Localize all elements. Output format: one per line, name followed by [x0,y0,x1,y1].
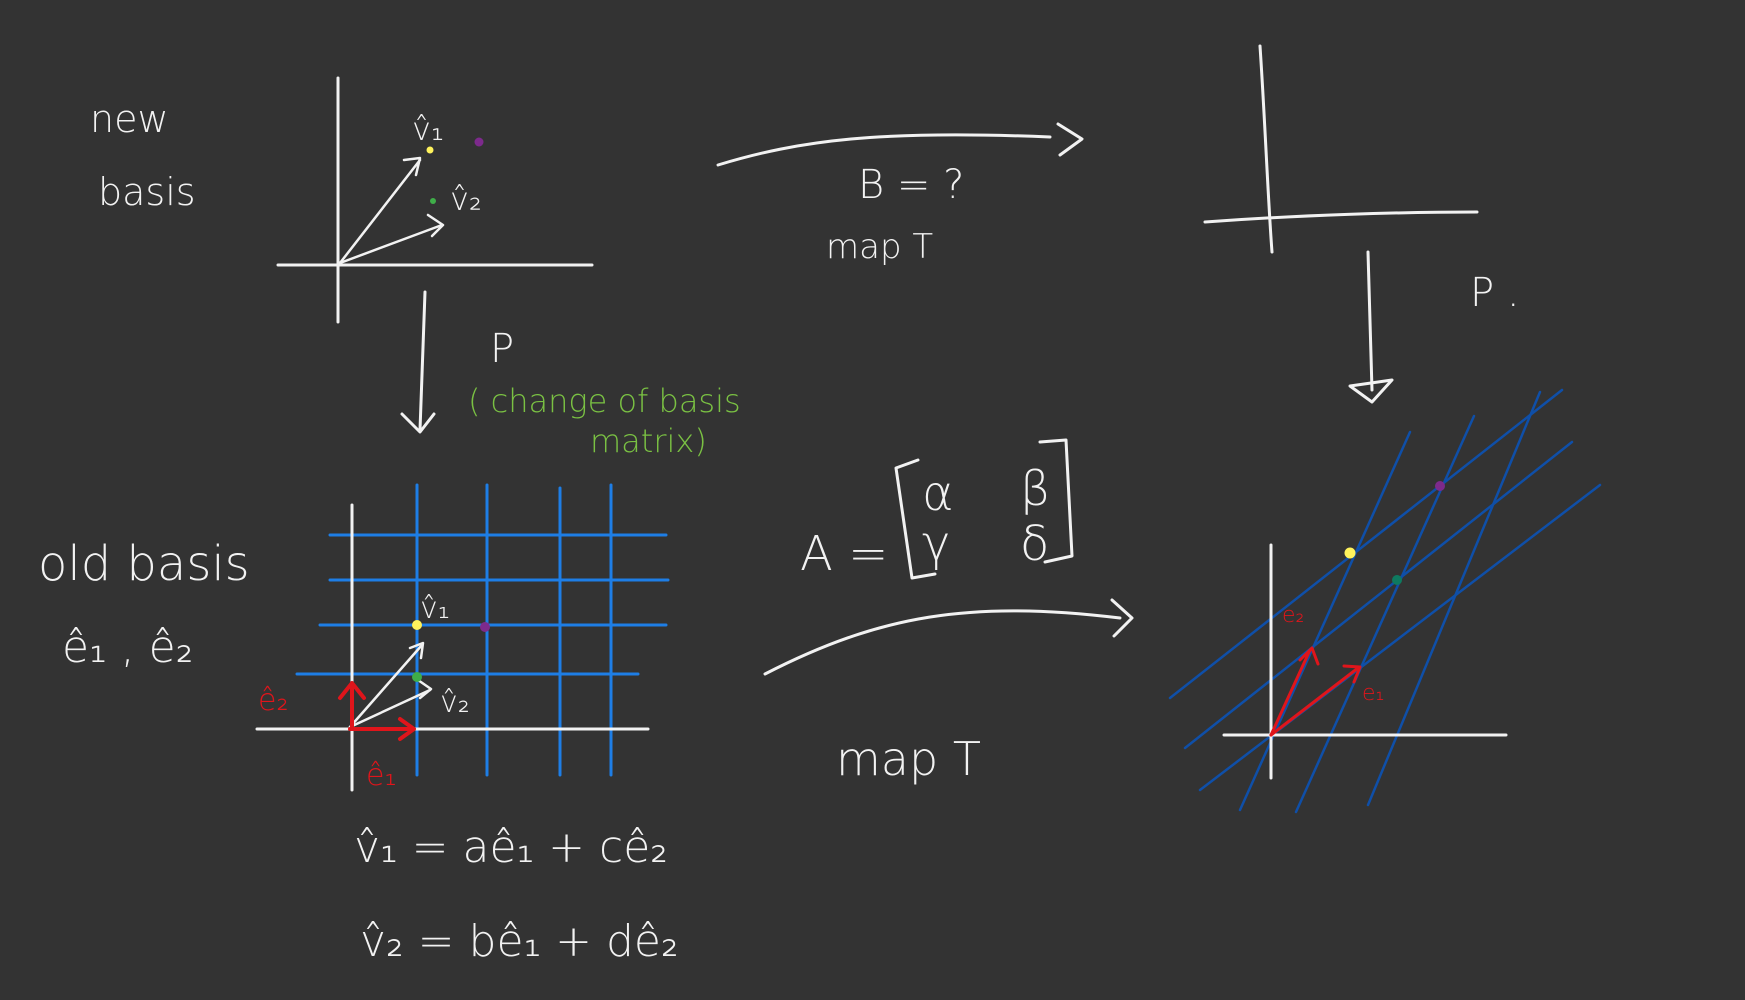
new-basis-purple-dot [474,137,484,147]
new-basis-v2-arrow [338,223,444,265]
te2-arrow [1269,648,1312,737]
tgrid-line-2 [1183,440,1574,750]
old-basis-e-vectors [338,681,416,741]
p-arrow-right [1366,250,1374,392]
change-of-basis-line2: matrix) [590,422,707,460]
new-basis-v2-label: v̂₂ [450,180,482,218]
old-basis-purple-dot [480,622,490,632]
te1-arrowhead [1342,664,1362,684]
p-arrow-left [418,290,427,432]
new-basis-label: new basis [90,97,196,214]
matrix-right-bracket [1038,438,1074,564]
matrix-a: α β γ δ [894,438,1074,580]
transformed-e-vectors [1269,646,1362,737]
equation-v1: v̂₁ = aê₁ + cê₂ [354,822,668,873]
map-t-top-label: map T [826,227,933,267]
new-basis-v1-arrowhead [402,156,422,177]
a-equation-label: A = [800,526,888,582]
old-basis-v1-arrowhead [408,641,425,660]
e2-label: ê₂ [258,683,288,718]
tgrid-line-1 [1168,388,1564,700]
transformed-yellow-dot [1344,547,1356,559]
tgrid-line-5 [1294,414,1476,814]
equation-v2: v̂₂ = bê₁ + dê₂ [360,916,679,967]
map-arrow-top [716,133,1052,167]
transformed-grid [1168,388,1602,814]
e2-arrowhead [338,681,366,700]
map-t-bottom-label: map T [836,732,981,786]
old-basis-yellow-dot [412,620,422,630]
map-arrow-bottom [763,609,1122,676]
transformed-teal-dot [1392,575,1402,585]
new-basis-v1-label: v̂₁ [412,110,444,148]
old-basis-label: old basis [38,536,250,592]
matrix-alpha: α [922,466,954,522]
p-right-label: P . [1470,270,1520,316]
old-basis-v2-arrowhead [416,678,433,700]
b-equation: B = ? [858,162,964,208]
tgrid-line-4 [1238,430,1412,812]
old-basis-axes [255,503,650,792]
old-basis-v1-arrow [348,643,424,729]
matrix-gamma: γ [922,516,950,572]
te1-label: e₁ [1362,681,1384,706]
matrix-left-bracket [894,458,937,580]
old-basis-v2-label: v̂₂ [440,685,470,720]
transformed-purple-dot [1435,481,1445,491]
top-right-x-axis [1203,210,1479,224]
new-basis-line1: new [90,97,169,141]
top-right-y-axis [1258,44,1274,254]
new-basis-v2-arrowhead [426,213,445,238]
new-basis-v1-arrow [338,158,422,265]
e1-label: ê₁ [366,758,396,793]
matrix-delta: δ [1020,516,1049,572]
top-right-axes [1203,44,1479,254]
new-basis-axes [276,76,594,324]
p-arrow-left-head [400,412,436,434]
old-basis-v1-label: v̂₁ [420,591,450,626]
change-of-basis-line1: ( change of basis [468,382,741,420]
te2-label: e₂ [1282,603,1304,628]
e1-arrowhead [398,717,416,741]
old-basis-v2-arrow [348,688,432,729]
new-basis-line2: basis [98,170,196,214]
old-basis-v-vectors [348,641,433,729]
te2-arrowhead [1298,646,1320,666]
new-basis-yellow-dot [426,146,434,154]
p-arrow-right-head [1348,378,1394,404]
matrix-beta: β [1020,461,1051,517]
old-basis-green-dot [412,672,422,682]
p-left-label: P [490,326,514,372]
tgrid-line-6 [1366,390,1542,807]
te1-arrow [1269,666,1360,737]
e-hats-label: ê₁ , ê₂ [62,622,193,673]
tgrid-line-3 [1198,483,1602,792]
map-arrow-top-head [1056,122,1084,157]
new-basis-green-dot [430,198,436,204]
new-basis-vectors [338,156,445,265]
map-arrow-bottom-head [1110,598,1134,638]
